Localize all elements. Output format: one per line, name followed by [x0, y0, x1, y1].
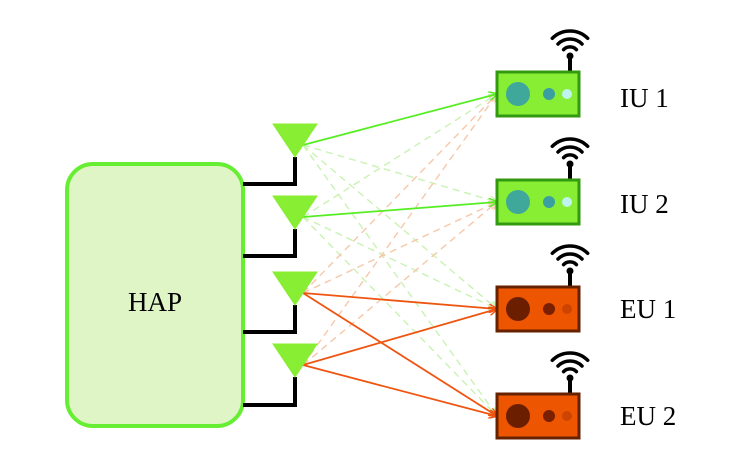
wifi-icon — [550, 137, 590, 168]
device-indicator-medium — [543, 303, 555, 315]
device-indicator-small — [562, 411, 572, 421]
wifi-arc — [556, 252, 584, 261]
antenna-array — [272, 123, 318, 378]
antenna-feed-line — [243, 157, 297, 186]
wifi-arc — [550, 137, 590, 149]
wifi-arc — [556, 37, 584, 46]
wifi-icon — [550, 351, 590, 382]
device-indicator-small — [562, 197, 572, 207]
device-body — [495, 178, 581, 226]
device-indicator-small — [562, 89, 572, 99]
antenna-icon — [272, 271, 318, 306]
information-link — [302, 202, 497, 218]
device-label-eu1: EU 1 — [620, 294, 676, 324]
device-indicator-large — [506, 297, 530, 321]
wifi-arc — [561, 260, 579, 267]
wifi-arc — [561, 45, 579, 52]
wifi-dot — [566, 52, 574, 60]
wifi-arc — [561, 153, 579, 160]
device-iu1 — [495, 29, 590, 118]
device-iu2 — [495, 137, 590, 226]
energy-link — [302, 364, 497, 416]
device-indicator-medium — [543, 196, 555, 208]
device-indicator-small — [562, 304, 572, 314]
hap-node: HAP — [65, 162, 245, 428]
hap-label: HAP — [128, 287, 182, 317]
wifi-arc — [556, 359, 584, 368]
wifi-arc — [550, 29, 590, 41]
wifi-dot — [566, 160, 574, 168]
wifi-arc — [556, 145, 584, 154]
interference-link-orange — [302, 94, 497, 366]
wifi-icon — [550, 29, 590, 60]
wifi-dot — [566, 267, 574, 275]
device-indicator-medium — [543, 88, 555, 100]
interference-link-orange — [302, 202, 497, 366]
antenna-icon — [272, 195, 318, 230]
interference-links — [302, 94, 497, 416]
wifi-dot — [566, 374, 574, 382]
device-label-iu2: IU 2 — [620, 189, 669, 219]
antenna-feeds — [243, 157, 297, 407]
hap-box — [65, 162, 245, 428]
wifi-arc — [550, 351, 590, 363]
energy-link — [302, 292, 497, 309]
device-labels: IU 1 IU 2 EU 1 EU 2 — [620, 83, 676, 431]
energy-link — [302, 292, 497, 416]
information-link — [302, 94, 497, 146]
device-indicator-medium — [543, 410, 555, 422]
interference-link-green — [302, 94, 497, 218]
antenna-feed-line — [243, 229, 297, 258]
device-indicator-large — [506, 82, 530, 106]
interference-link-green — [302, 144, 497, 202]
wifi-icon — [550, 244, 590, 275]
device-list — [495, 29, 590, 440]
interference-link-green — [302, 144, 497, 309]
antenna-feed-line — [243, 377, 297, 407]
wifi-arc — [550, 244, 590, 256]
interference-link-green — [302, 144, 497, 416]
device-indicator-large — [506, 190, 530, 214]
antenna-icon — [272, 343, 318, 378]
antenna-icon — [272, 123, 318, 158]
device-label-iu1: IU 1 — [620, 83, 669, 113]
wifi-arc — [561, 367, 579, 374]
antenna-feed-line — [243, 305, 297, 334]
device-label-eu2: EU 2 — [620, 401, 676, 431]
device-indicator-large — [506, 404, 530, 428]
interference-link-orange — [302, 94, 497, 294]
energy-link — [302, 309, 497, 366]
interference-link-green — [302, 216, 497, 416]
signal-links — [302, 94, 497, 416]
device-eu2 — [495, 351, 590, 440]
device-eu1 — [495, 244, 590, 333]
